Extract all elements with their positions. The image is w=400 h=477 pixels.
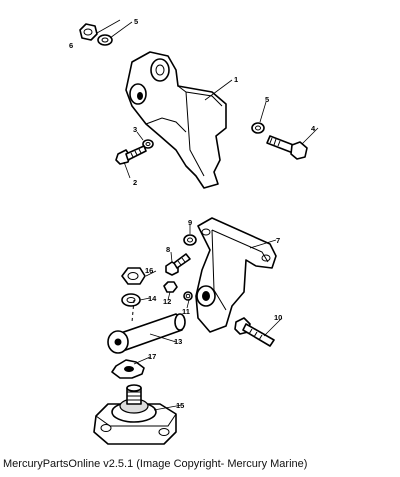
callout-16: 16 [145,266,153,275]
part-motor-mount-15[interactable] [93,384,177,445]
image-caption: MercuryPartsOnline v2.5.1 (Image Copyrig… [3,458,308,470]
callout-2: 2 [133,178,137,187]
callout-13: 13 [174,337,182,346]
callout-6: 6 [69,41,73,50]
part-nut-16[interactable] [121,267,146,285]
part-bolt-4[interactable] [266,135,308,160]
callout-12: 12 [163,297,171,306]
part-bolt-10[interactable] [234,317,275,347]
callout-10: 10 [274,313,282,322]
part-washer-9[interactable] [183,234,197,246]
callout-11: 11 [182,307,190,316]
part-washer-11[interactable] [183,291,193,301]
part-lower-bracket[interactable] [195,217,277,333]
callout-8: 8 [166,245,170,254]
part-washer-3[interactable] [142,139,154,149]
part-upper-bracket[interactable] [125,51,227,189]
part-washer-top[interactable] [97,34,113,46]
callout-4: 4 [311,124,316,133]
part-star-washer-17[interactable] [111,359,145,379]
callout-3: 3 [133,125,137,134]
callout-5-right: 5 [265,95,269,104]
part-washer-14[interactable] [121,293,141,307]
part-washer-right[interactable] [251,122,265,134]
part-stud-13[interactable] [107,313,186,354]
part-nut-12[interactable] [163,281,178,293]
callout-17: 17 [148,352,156,361]
callout-7: 7 [276,236,280,245]
part-bolt-8[interactable] [165,253,191,276]
callout-5-top: 5 [134,17,138,26]
callout-14: 14 [148,294,157,303]
exploded-parts-diagram: 6 5 1 3 2 5 4 7 9 8 16 14 12 11 10 13 17… [69,17,319,445]
part-bolt-2[interactable] [115,145,147,165]
part-nut-top[interactable] [79,23,98,41]
callout-9: 9 [188,218,192,227]
callout-15: 15 [176,401,184,410]
callout-1: 1 [234,75,238,84]
